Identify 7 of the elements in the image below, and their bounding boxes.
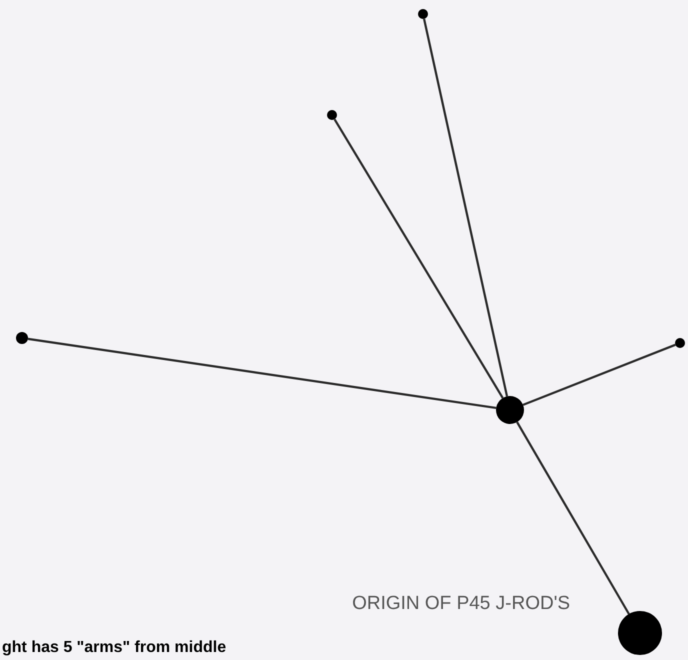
node-caption: ORIGIN OF P45 J-ROD'S [352, 593, 570, 615]
note-text: ght has 5 "arms" from middle [2, 638, 226, 658]
connector-line [334, 118, 504, 399]
connector-line [522, 344, 676, 406]
connector-line [423, 18, 508, 397]
connector-line [28, 338, 496, 410]
connector-line [516, 422, 630, 615]
